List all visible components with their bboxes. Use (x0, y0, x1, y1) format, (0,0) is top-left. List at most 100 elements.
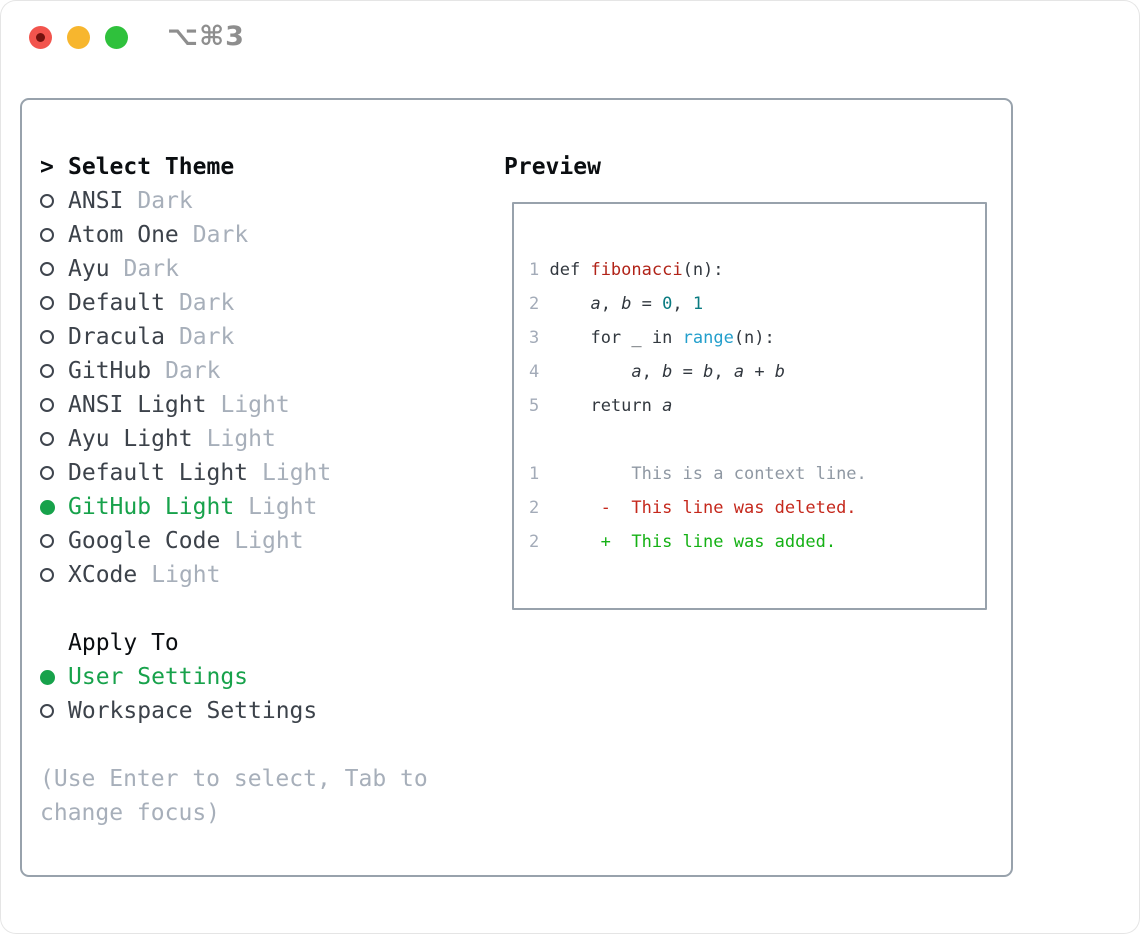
theme-option-default[interactable]: Default Dark (40, 286, 428, 320)
circle-icon (40, 534, 54, 548)
code-line: 5 return a (529, 396, 673, 416)
option-label: Dracula (68, 324, 165, 350)
circle-icon (40, 228, 54, 242)
circle-icon (40, 262, 54, 276)
option-label: Default Light (68, 460, 249, 486)
radio-icon (40, 432, 68, 446)
select-theme-header: > Select Theme (40, 150, 428, 184)
theme-option-ayu-light[interactable]: Ayu Light Light (40, 422, 428, 456)
diff-text: This is a context line. (600, 464, 867, 484)
option-variant-label: Dark (165, 358, 221, 384)
diff-preview: 1 This is a context line.2 - This line w… (529, 457, 985, 559)
circle-icon (40, 568, 54, 582)
filled-circle-icon (40, 669, 55, 685)
theme-option-ayu[interactable]: Ayu Dark (40, 252, 428, 286)
theme-option-default-light[interactable]: Default Light Light (40, 456, 428, 490)
option-label: Google Code (68, 528, 221, 554)
blank-line (529, 423, 985, 457)
option-variant-label: Dark (123, 256, 179, 282)
option-label: Workspace Settings (68, 698, 318, 724)
line-number: 4 (529, 362, 540, 382)
circle-icon (40, 432, 54, 446)
radio-icon (40, 364, 68, 378)
apply-to-title: Apply To (68, 630, 179, 656)
line-number: 3 (529, 328, 540, 348)
theme-option-ansi[interactable]: ANSI Dark (40, 184, 428, 218)
circle-icon (40, 296, 54, 310)
option-label: User Settings (68, 664, 249, 690)
option-label: GitHub Light (68, 494, 235, 520)
radio-icon (40, 296, 68, 310)
theme-option-github-light[interactable]: GitHub Light Light (40, 490, 428, 524)
minimize-button[interactable] (67, 26, 90, 49)
option-variant-label: Dark (137, 188, 193, 214)
apply-option-user-settings[interactable]: User Settings (40, 660, 428, 694)
line-number: 2 (529, 294, 540, 314)
radio-selected-icon (40, 669, 68, 685)
diff-line-added: 2 + This line was added. (529, 525, 985, 559)
apply-option-workspace-settings[interactable]: Workspace Settings (40, 694, 428, 728)
theme-option-dracula[interactable]: Dracula Dark (40, 320, 428, 354)
radio-icon (40, 704, 68, 718)
radio-icon (40, 466, 68, 480)
theme-option-google-code[interactable]: Google Code Light (40, 524, 428, 558)
option-label: Atom One (68, 222, 179, 248)
circle-icon (40, 704, 54, 718)
maximize-button[interactable] (105, 26, 128, 49)
option-label: ANSI (68, 188, 124, 214)
radio-icon (40, 262, 68, 276)
theme-option-xcode[interactable]: XCode Light (40, 558, 428, 592)
filled-circle-icon (40, 499, 55, 515)
option-variant-label: Light (262, 460, 332, 486)
apply-to-header-row: Apply To (40, 626, 428, 660)
option-variant-label: Dark (178, 290, 235, 316)
close-button[interactable] (29, 26, 52, 49)
option-label: XCode (68, 562, 138, 588)
radio-icon (40, 330, 68, 344)
theme-option-github[interactable]: GitHub Dark (40, 354, 428, 388)
code-line: 1 def fibonacci(n): (529, 260, 724, 280)
line-number: 2 (529, 532, 540, 552)
preview-box: 1 def fibonacci(n): 2 a, b = 0, 1 3 for _ … (512, 202, 987, 610)
code-line: 3 for _ in range(n): (529, 328, 775, 348)
radio-icon (40, 568, 68, 582)
option-label: ANSI Light (68, 392, 207, 418)
radio-icon (40, 194, 68, 208)
option-variant-label: Dark (178, 324, 235, 350)
line-number: 2 (529, 498, 540, 518)
circle-icon (40, 398, 54, 412)
diff-text: - This line was deleted. (600, 498, 857, 518)
hint-line-1: (Use Enter to select, Tab to (40, 766, 428, 792)
code-line: 2 a, b = 0, 1 (529, 294, 704, 314)
option-label: Default (68, 290, 165, 316)
selection-caret-icon: > (40, 154, 54, 180)
radio-icon (40, 398, 68, 412)
spacer (40, 728, 428, 762)
diff-line-deleted: 2 - This line was deleted. (529, 491, 985, 525)
radio-icon (40, 228, 68, 242)
option-variant-label: Light (234, 528, 304, 554)
preview-title: Preview (504, 154, 601, 180)
window-shortcut-label: ⌥⌘3 (167, 21, 245, 52)
option-variant-label: Light (248, 494, 318, 520)
option-label: Ayu (68, 256, 110, 282)
option-variant-label: Light (206, 426, 276, 452)
spacer (40, 592, 428, 626)
theme-option-ansi-light[interactable]: ANSI Light Light (40, 388, 428, 422)
diff-line-context: 1 This is a context line. (529, 457, 985, 491)
option-variant-label: Light (220, 392, 290, 418)
option-label: Ayu Light (68, 426, 193, 452)
circle-icon (40, 364, 54, 378)
circle-icon (40, 330, 54, 344)
option-variant-label: Light (151, 562, 221, 588)
radio-icon (40, 534, 68, 548)
line-number: 1 (529, 464, 540, 484)
option-label: GitHub (68, 358, 152, 384)
code-preview: 1 def fibonacci(n): 2 a, b = 0, 1 3 for _ … (529, 253, 985, 423)
code-line: 4 a, b = b, a + b (529, 362, 786, 382)
circle-icon (40, 466, 54, 480)
